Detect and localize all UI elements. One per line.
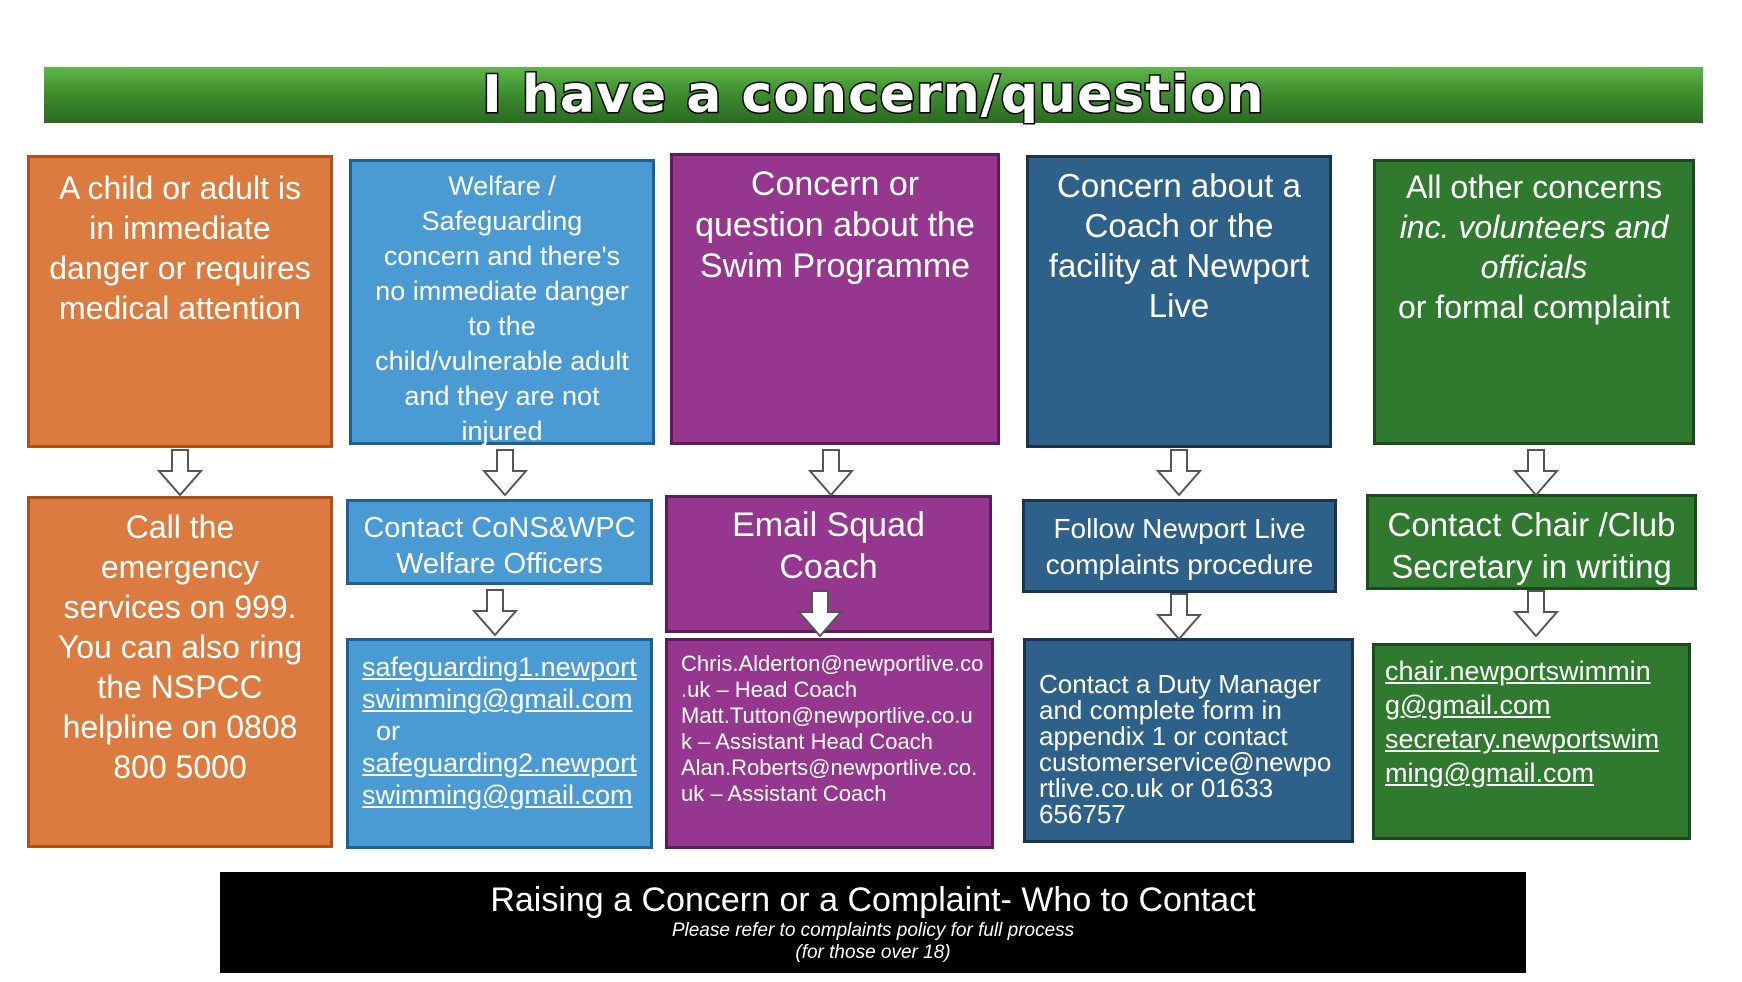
coach-contact-line: Alan.Roberts@newportlive.co. xyxy=(681,755,978,780)
welfare-question-line: and they are not xyxy=(404,381,600,411)
safeguarding1-email-link[interactable]: safeguarding1.newport xyxy=(362,652,637,682)
welfare-question-line: injured xyxy=(461,416,543,446)
down-arrow-icon xyxy=(482,449,528,497)
facility-question-box: Concern about a Coach or the facility at… xyxy=(1026,155,1332,448)
other-question-line: or formal complaint xyxy=(1397,289,1671,325)
chair-email-link[interactable]: chair.newportswimmin xyxy=(1385,656,1651,686)
welfare-question-line: child/vulnerable adult xyxy=(375,346,629,376)
down-arrow-icon xyxy=(1156,593,1202,641)
down-arrow-icon xyxy=(472,589,518,637)
duty-manager-line: rtlive.co.uk or 01633 xyxy=(1039,773,1274,803)
banner-title: I have a concern/question xyxy=(481,65,1265,125)
duty-manager-line: Contact a Duty Manager xyxy=(1039,669,1321,699)
or-separator: or xyxy=(376,716,401,746)
other-action-line: Secretary in writing xyxy=(1391,548,1672,585)
emergency-action-line: 800 5000 xyxy=(113,749,247,785)
welfare-contact-box: safeguarding1.newport swimming@gmail.com… xyxy=(346,638,653,849)
footer-subtitle: (for those over 18) xyxy=(795,942,951,963)
duty-manager-line: and complete form in xyxy=(1039,695,1282,725)
programme-question-line: Concern or xyxy=(750,165,920,203)
duty-manager-line: customerservice@newpo xyxy=(1039,747,1332,777)
welfare-question-line: concern and there's xyxy=(383,241,621,271)
facility-question-line: Live xyxy=(1148,287,1210,324)
duty-manager-line: appendix 1 or contact xyxy=(1039,721,1288,751)
emergency-question-line: medical attention xyxy=(59,290,301,326)
coach-contact-line: k – Assistant Head Coach xyxy=(681,729,933,754)
chair-email-link[interactable]: g@gmail.com xyxy=(1385,690,1551,720)
facility-action-line: complaints procedure xyxy=(1045,549,1314,580)
coach-contact-line: uk – Assistant Coach xyxy=(681,781,887,806)
other-action-box: Contact Chair /Club Secretary in writing xyxy=(1366,494,1697,590)
coach-contact-line: .uk – Head Coach xyxy=(681,677,858,702)
welfare-question-box: Welfare / Safeguarding concern and there… xyxy=(349,159,655,446)
welfare-action-box: Contact CoNS&WPC Welfare Officers xyxy=(346,499,653,585)
other-question-line: All other concerns xyxy=(1405,169,1663,205)
welfare-question-line: Safeguarding xyxy=(421,206,583,236)
down-arrow-icon xyxy=(1513,449,1559,497)
title-banner: I have a concern/question xyxy=(44,67,1703,123)
down-arrow-icon xyxy=(797,590,843,638)
emergency-question-line: A child or adult is xyxy=(59,170,301,206)
coach-contact-line: Matt.Tutton@newportlive.co.u xyxy=(681,703,973,728)
programme-action-line: Coach xyxy=(779,548,878,586)
facility-contact-box: Contact a Duty Manager and complete form… xyxy=(1023,638,1354,843)
safeguarding2-email-link[interactable]: safeguarding2.newport xyxy=(362,748,637,778)
facility-question-line: Concern about a xyxy=(1056,167,1301,204)
welfare-action-line: Welfare Officers xyxy=(396,548,603,580)
emergency-question-box: A child or adult is in immediate danger … xyxy=(27,155,333,448)
emergency-action-line: emergency xyxy=(100,549,260,585)
footer-banner: Raising a Concern or a Complaint- Who to… xyxy=(220,872,1526,973)
programme-question-line: question about the xyxy=(695,206,975,244)
programme-action-line: Email Squad xyxy=(732,506,925,544)
welfare-action-line: Contact CoNS&WPC xyxy=(363,512,636,544)
down-arrow-icon xyxy=(1513,590,1559,638)
safeguarding1-email-link[interactable]: swimming@gmail.com xyxy=(362,684,633,714)
facility-question-line: Coach or the xyxy=(1084,207,1274,244)
facility-action-line: Follow Newport Live xyxy=(1053,513,1306,544)
welfare-question-line: no immediate danger xyxy=(375,276,629,306)
secretary-email-link[interactable]: ming@gmail.com xyxy=(1385,758,1594,788)
other-question-box: All other concerns inc. volunteers and o… xyxy=(1373,159,1695,445)
emergency-action-line: services on 999. xyxy=(63,589,297,625)
footer-subtitle: Please refer to complaints policy for fu… xyxy=(671,920,1075,941)
other-question-italic-line: inc. volunteers and xyxy=(1399,209,1669,245)
down-arrow-icon xyxy=(808,449,854,497)
programme-question-box: Concern or question about the Swim Progr… xyxy=(670,153,1000,445)
down-arrow-icon xyxy=(1156,449,1202,497)
emergency-action-line: You can also ring xyxy=(57,629,303,665)
welfare-question-line: Welfare / xyxy=(448,171,556,201)
safeguarding2-email-link[interactable]: swimming@gmail.com xyxy=(362,780,633,810)
facility-question-line: facility at Newport xyxy=(1048,247,1310,284)
secretary-email-link[interactable]: secretary.newportswim xyxy=(1385,724,1660,754)
emergency-action-box: Call the emergency services on 999. You … xyxy=(27,496,333,848)
welfare-question-line: to the xyxy=(468,311,536,341)
footer-title: Raising a Concern or a Complaint- Who to… xyxy=(490,881,1256,919)
emergency-question-line: danger or requires xyxy=(49,250,311,286)
emergency-action-line: the NSPCC xyxy=(97,669,263,705)
emergency-question-line: in immediate xyxy=(89,210,271,246)
other-question-italic-line: officials xyxy=(1480,249,1588,285)
facility-action-box: Follow Newport Live complaints procedure xyxy=(1022,499,1337,593)
emergency-action-line: Call the xyxy=(125,509,235,545)
emergency-action-line: helpline on 0808 xyxy=(62,709,298,745)
other-action-line: Contact Chair /Club xyxy=(1387,506,1676,543)
programme-question-line: Swim Programme xyxy=(699,247,971,285)
coach-contact-line: Chris.Alderton@newportlive.co xyxy=(681,651,984,676)
down-arrow-icon xyxy=(157,449,203,497)
duty-manager-line: 656757 xyxy=(1039,799,1126,829)
programme-contact-box: Chris.Alderton@newportlive.co .uk – Head… xyxy=(665,638,994,849)
other-contact-box: chair.newportswimmin g@gmail.com secreta… xyxy=(1372,643,1691,840)
